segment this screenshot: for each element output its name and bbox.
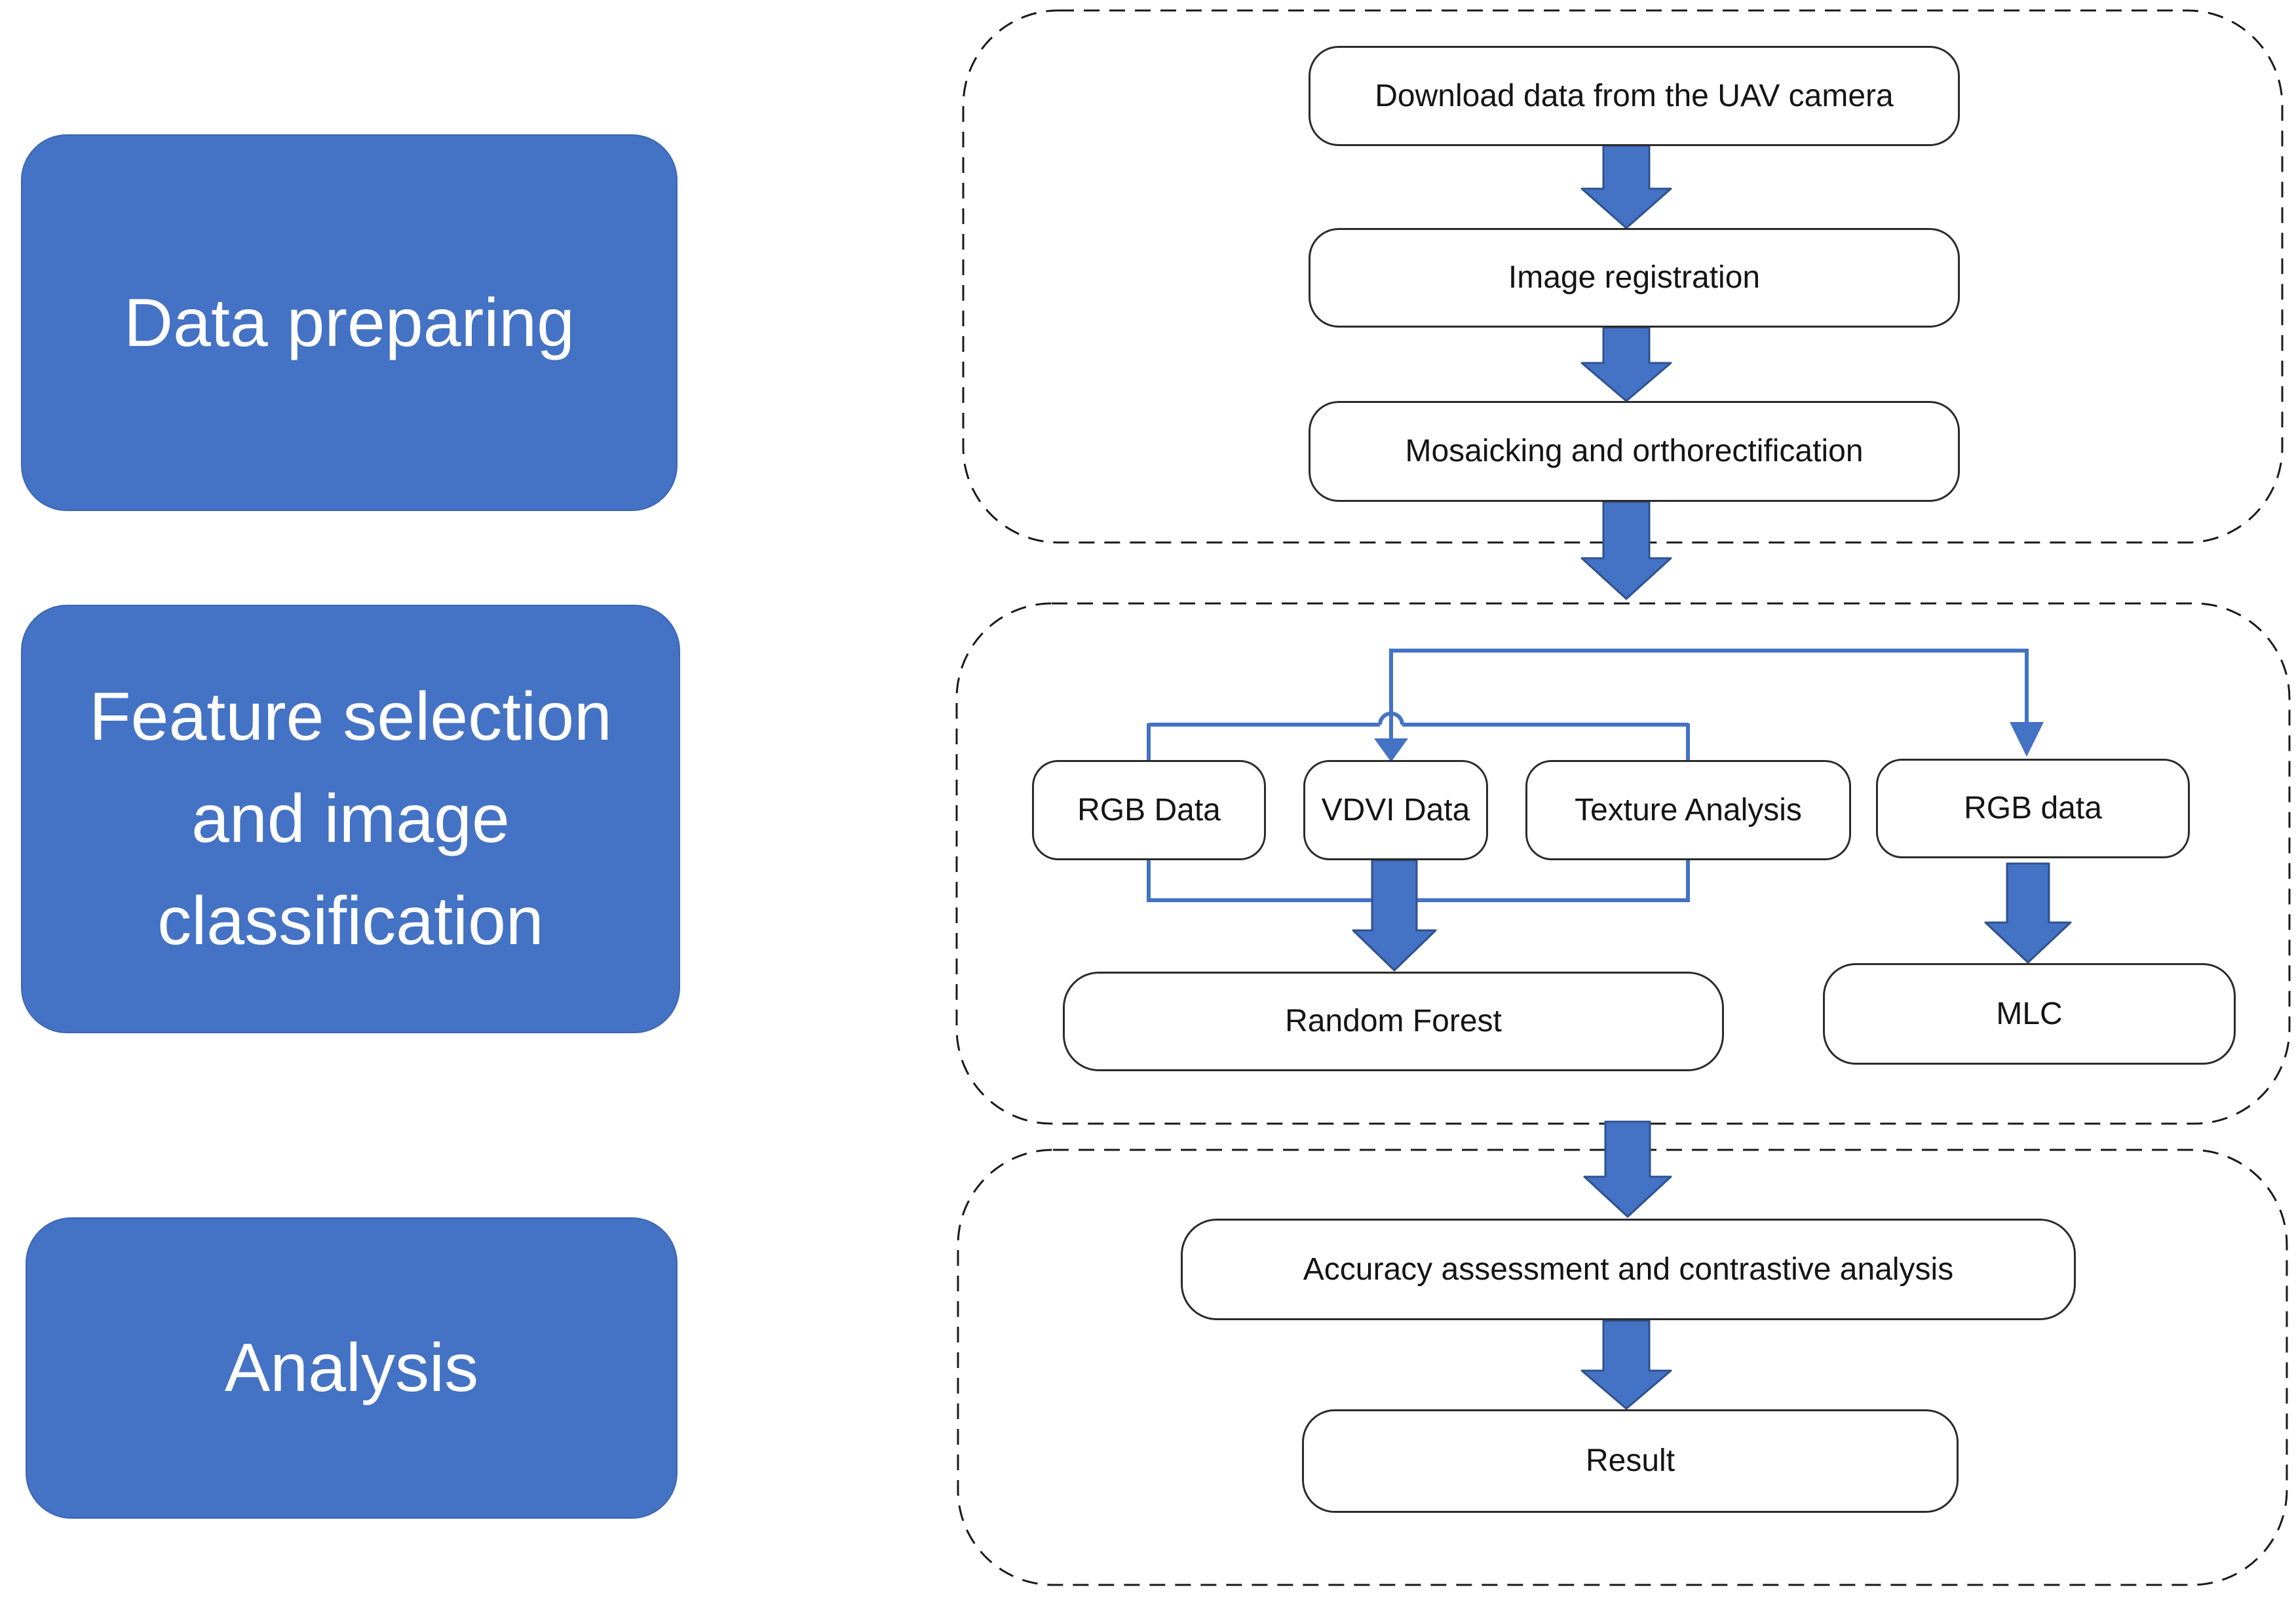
- arrow-vdvi-to-random-forest-icon: [1352, 859, 1437, 972]
- node-rgb-data-left-label: RGB Data: [1077, 792, 1221, 828]
- node-random-forest-label: Random Forest: [1285, 1004, 1502, 1039]
- stage-analysis-label: Analysis: [224, 1330, 479, 1406]
- node-result-label: Result: [1585, 1443, 1675, 1479]
- node-mlc-label: MLC: [1996, 996, 2063, 1031]
- node-accuracy-assessment-label: Accuracy assessment and contrastive anal…: [1303, 1251, 1954, 1287]
- node-accuracy-assessment: Accuracy assessment and contrastive anal…: [1181, 1219, 2076, 1320]
- arrow-accuracy-to-result-icon: [1580, 1320, 1672, 1410]
- node-rgb-data-right-label: RGB data: [1964, 791, 2102, 826]
- arrowhead-to-vdvi-icon: [1374, 738, 1408, 762]
- arrow-mosaicking-to-feature-selection-icon: [1580, 501, 1672, 600]
- stage-data-preparing: Data preparing: [21, 134, 678, 511]
- stage-analysis: Analysis: [26, 1217, 678, 1519]
- container-feature-selection: [955, 602, 2291, 1125]
- stage-data-preparing-label: Data preparing: [124, 284, 575, 361]
- arrowhead-to-rgb-right-icon: [2010, 722, 2044, 757]
- arrow-feature-selection-to-analysis-icon: [1583, 1120, 1672, 1218]
- node-mlc: MLC: [1823, 963, 2236, 1065]
- arrow-download-to-registration-icon: [1580, 144, 1672, 229]
- node-rgb-data-left: RGB Data: [1032, 760, 1266, 860]
- arrow-rgb-to-mlc-icon: [1984, 862, 2072, 964]
- node-mosaicking: Mosaicking and orthorectification: [1309, 401, 1960, 502]
- arrow-registration-to-mosaicking-icon: [1580, 326, 1672, 402]
- node-rgb-data-right: RGB data: [1876, 759, 2190, 858]
- node-texture-analysis: Texture Analysis: [1525, 760, 1851, 860]
- node-vdvi-data: VDVI Data: [1303, 760, 1488, 860]
- node-random-forest: Random Forest: [1063, 972, 1724, 1071]
- node-vdvi-data-label: VDVI Data: [1321, 792, 1470, 828]
- node-download-data-label: Download data from the UAV camera: [1375, 78, 1894, 113]
- node-mosaicking-label: Mosaicking and orthorectification: [1405, 434, 1864, 469]
- node-result: Result: [1302, 1409, 1959, 1513]
- node-download-data: Download data from the UAV camera: [1309, 46, 1960, 146]
- node-texture-analysis-label: Texture Analysis: [1575, 792, 1802, 828]
- stage-feature-selection-label: Feature selection and image classificati…: [89, 679, 612, 959]
- node-image-registration-label: Image registration: [1508, 260, 1761, 295]
- stage-feature-selection: Feature selection and image classificati…: [21, 605, 680, 1033]
- node-image-registration: Image registration: [1309, 228, 1960, 328]
